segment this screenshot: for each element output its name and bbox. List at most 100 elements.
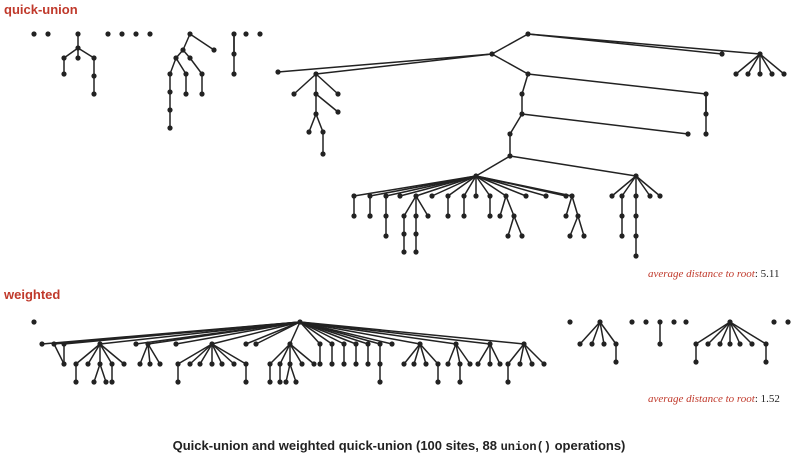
tree-node [613, 341, 619, 347]
tree-node [351, 213, 357, 219]
tree-node [377, 361, 383, 367]
tree-edge [579, 321, 601, 345]
tree-node [45, 31, 51, 37]
tree-node [173, 341, 179, 347]
tree-edge [695, 321, 731, 345]
tree-node [763, 359, 769, 365]
tree-node [401, 231, 407, 237]
tree-node [267, 379, 273, 385]
tree-edge [299, 321, 393, 345]
tree-node [633, 233, 639, 239]
tree-edge [293, 73, 317, 95]
tree-edge [521, 113, 689, 135]
tree-node [703, 91, 709, 97]
tree-edge [308, 113, 317, 133]
tree-node [497, 213, 503, 219]
tree-node [703, 131, 709, 137]
tree-edge [147, 343, 151, 365]
tree-edge [415, 175, 477, 197]
tree-edge [577, 215, 585, 237]
tree-node [317, 341, 323, 347]
tree-node [517, 361, 523, 367]
tree-node [157, 361, 163, 367]
tree-edge [491, 33, 529, 55]
tree-node [297, 319, 303, 325]
tree-node [401, 249, 407, 255]
tree-edge [175, 57, 187, 75]
tree-node [489, 51, 495, 57]
tree-node [61, 361, 67, 367]
tree-edge [99, 343, 125, 365]
tree-edge [211, 343, 235, 365]
tree-edge [403, 195, 417, 217]
tree-edge [729, 321, 753, 345]
tree-node [563, 193, 569, 199]
tree-edge [519, 343, 525, 365]
tree-node [629, 319, 635, 325]
tree-node [167, 71, 173, 77]
tree-edge [729, 321, 741, 345]
tree-node [745, 71, 751, 77]
tree-node [749, 341, 755, 347]
tree-node [133, 31, 139, 37]
tree-node [467, 361, 473, 367]
tree-edge [87, 343, 101, 365]
tree-node [335, 91, 341, 97]
tree-edge [527, 73, 707, 95]
tree-edge [431, 175, 477, 197]
tree-node [253, 341, 259, 347]
tree-node [519, 233, 525, 239]
tree-edge [523, 343, 545, 365]
tree-edge [182, 33, 191, 51]
tree-node [299, 361, 305, 367]
tree-node [183, 71, 189, 77]
tree-edge [455, 343, 471, 365]
tree-edge [523, 343, 533, 365]
tree-node [401, 361, 407, 367]
tree-node [287, 341, 293, 347]
tree-node [413, 213, 419, 219]
tree-node [199, 71, 205, 77]
tree-node [401, 213, 407, 219]
tree-edge [299, 321, 333, 345]
weighted-stat-value: : 1.52 [754, 393, 780, 405]
tree-node [705, 341, 711, 347]
tree-node [781, 71, 787, 77]
tree-node [180, 47, 186, 53]
tree-edge [419, 343, 427, 365]
tree-node [61, 71, 67, 77]
tree-node [75, 55, 81, 61]
tree-edge [413, 343, 421, 365]
tree-edge [211, 343, 223, 365]
tree-edge [475, 155, 511, 177]
tree-edge [403, 343, 421, 365]
tree-node [703, 111, 709, 117]
tree-node [329, 361, 335, 367]
caption-prefix: Quick-union and weighted quick-union (10… [172, 438, 501, 453]
tree-node [567, 233, 573, 239]
tree-edge [315, 113, 324, 133]
tree-node [175, 361, 181, 367]
tree-node [435, 361, 441, 367]
tree-node [569, 193, 575, 199]
tree-node [137, 361, 143, 367]
tree-edge [99, 363, 107, 383]
figure-caption: Quick-union and weighted quick-union (10… [0, 438, 798, 454]
tree-node [589, 341, 595, 347]
tree-node [231, 31, 237, 37]
tree-node [91, 55, 97, 61]
tree-node [91, 73, 97, 79]
tree-edge [299, 321, 321, 345]
tree-edge [521, 73, 529, 95]
tree-node [175, 379, 181, 385]
tree-node [91, 379, 97, 385]
tree-edge [199, 343, 213, 365]
tree-edge [211, 321, 301, 345]
tree-node [529, 361, 535, 367]
tree-edge [571, 195, 579, 217]
tree-node [187, 55, 193, 61]
tree-node [277, 379, 283, 385]
tree-edge [289, 321, 301, 345]
tree-node [497, 361, 503, 367]
tree-node [313, 91, 319, 97]
